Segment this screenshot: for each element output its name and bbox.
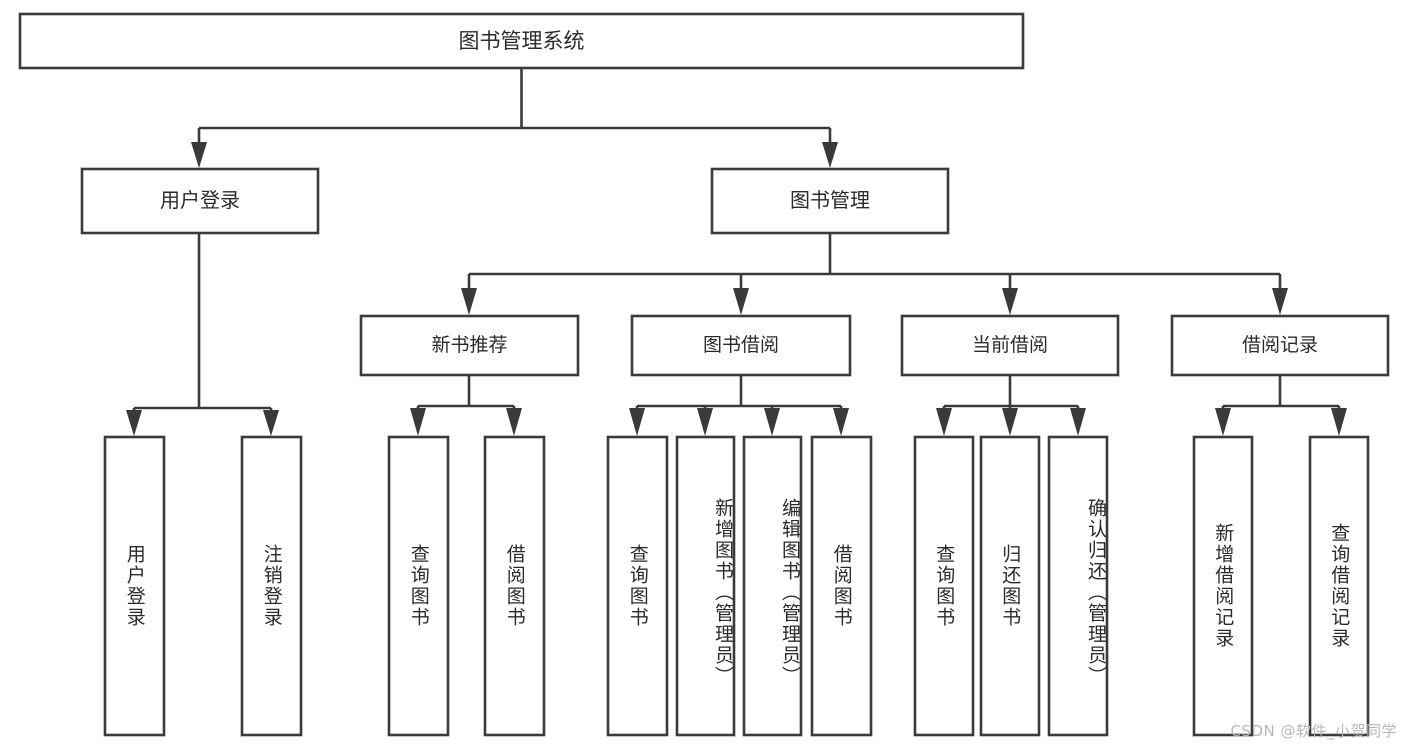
node-box-leaf-edit-book[interactable] <box>742 435 803 737</box>
arrowhead-leaf-borrow-book-1 <box>506 408 522 436</box>
node-box-leaf-query-book-1[interactable] <box>387 435 450 737</box>
arrowhead-leaf-logout <box>263 410 279 436</box>
arrowhead-leaf-return-book <box>1002 408 1018 436</box>
node-box-leaf-return-book[interactable] <box>979 435 1041 737</box>
node-box-book-borrow[interactable] <box>630 314 852 377</box>
node-box-leaf-logout[interactable] <box>240 435 303 737</box>
arrowhead-new-book-rec <box>461 288 477 315</box>
node-box-user-login[interactable] <box>80 167 320 235</box>
node-box-new-book-rec[interactable] <box>359 314 580 377</box>
arrowhead-leaf-confirm-return <box>1070 408 1086 436</box>
arrowhead-leaf-add-record <box>1215 408 1231 436</box>
arrowhead-leaf-borrow-book-2 <box>833 408 849 436</box>
arrowhead-leaf-add-book <box>697 408 713 436</box>
node-box-borrow-record[interactable] <box>1170 314 1390 377</box>
arrowhead-leaf-edit-book <box>764 408 780 436</box>
arrowhead-leaf-query-book-1 <box>410 408 426 436</box>
node-box-leaf-add-book[interactable] <box>675 435 736 737</box>
node-box-leaf-borrow-book-2[interactable] <box>810 435 873 737</box>
node-box-layer <box>18 12 1390 737</box>
node-box-leaf-user-login[interactable] <box>103 435 166 737</box>
node-box-leaf-confirm-return[interactable] <box>1047 435 1109 737</box>
node-box-leaf-query-record[interactable] <box>1308 435 1370 737</box>
arrowhead-leaf-query-record <box>1331 408 1347 436</box>
node-box-leaf-borrow-book-1[interactable] <box>483 435 546 737</box>
node-box-leaf-add-record[interactable] <box>1192 435 1254 737</box>
arrowhead-borrow-record <box>1272 288 1288 315</box>
arrowhead-leaf-query-book-2 <box>629 408 645 436</box>
node-box-leaf-query-book-3[interactable] <box>913 435 975 737</box>
node-box-leaf-query-book-2[interactable] <box>606 435 669 737</box>
arrowhead-current-borrow <box>1002 288 1018 315</box>
arrowhead-book-borrow <box>733 288 749 315</box>
arrowhead-leaf-user-login <box>126 410 142 436</box>
connector-layer <box>126 68 1347 436</box>
arrowhead-book-manage <box>822 142 838 168</box>
node-box-book-manage[interactable] <box>710 167 950 235</box>
node-box-current-borrow[interactable] <box>900 314 1120 377</box>
node-box-root[interactable] <box>18 12 1025 70</box>
arrowhead-user-login <box>191 142 207 168</box>
watermark-text: CSDN @软件_小贺同学 <box>1230 722 1397 740</box>
arrowhead-leaf-query-book-3 <box>936 408 952 436</box>
